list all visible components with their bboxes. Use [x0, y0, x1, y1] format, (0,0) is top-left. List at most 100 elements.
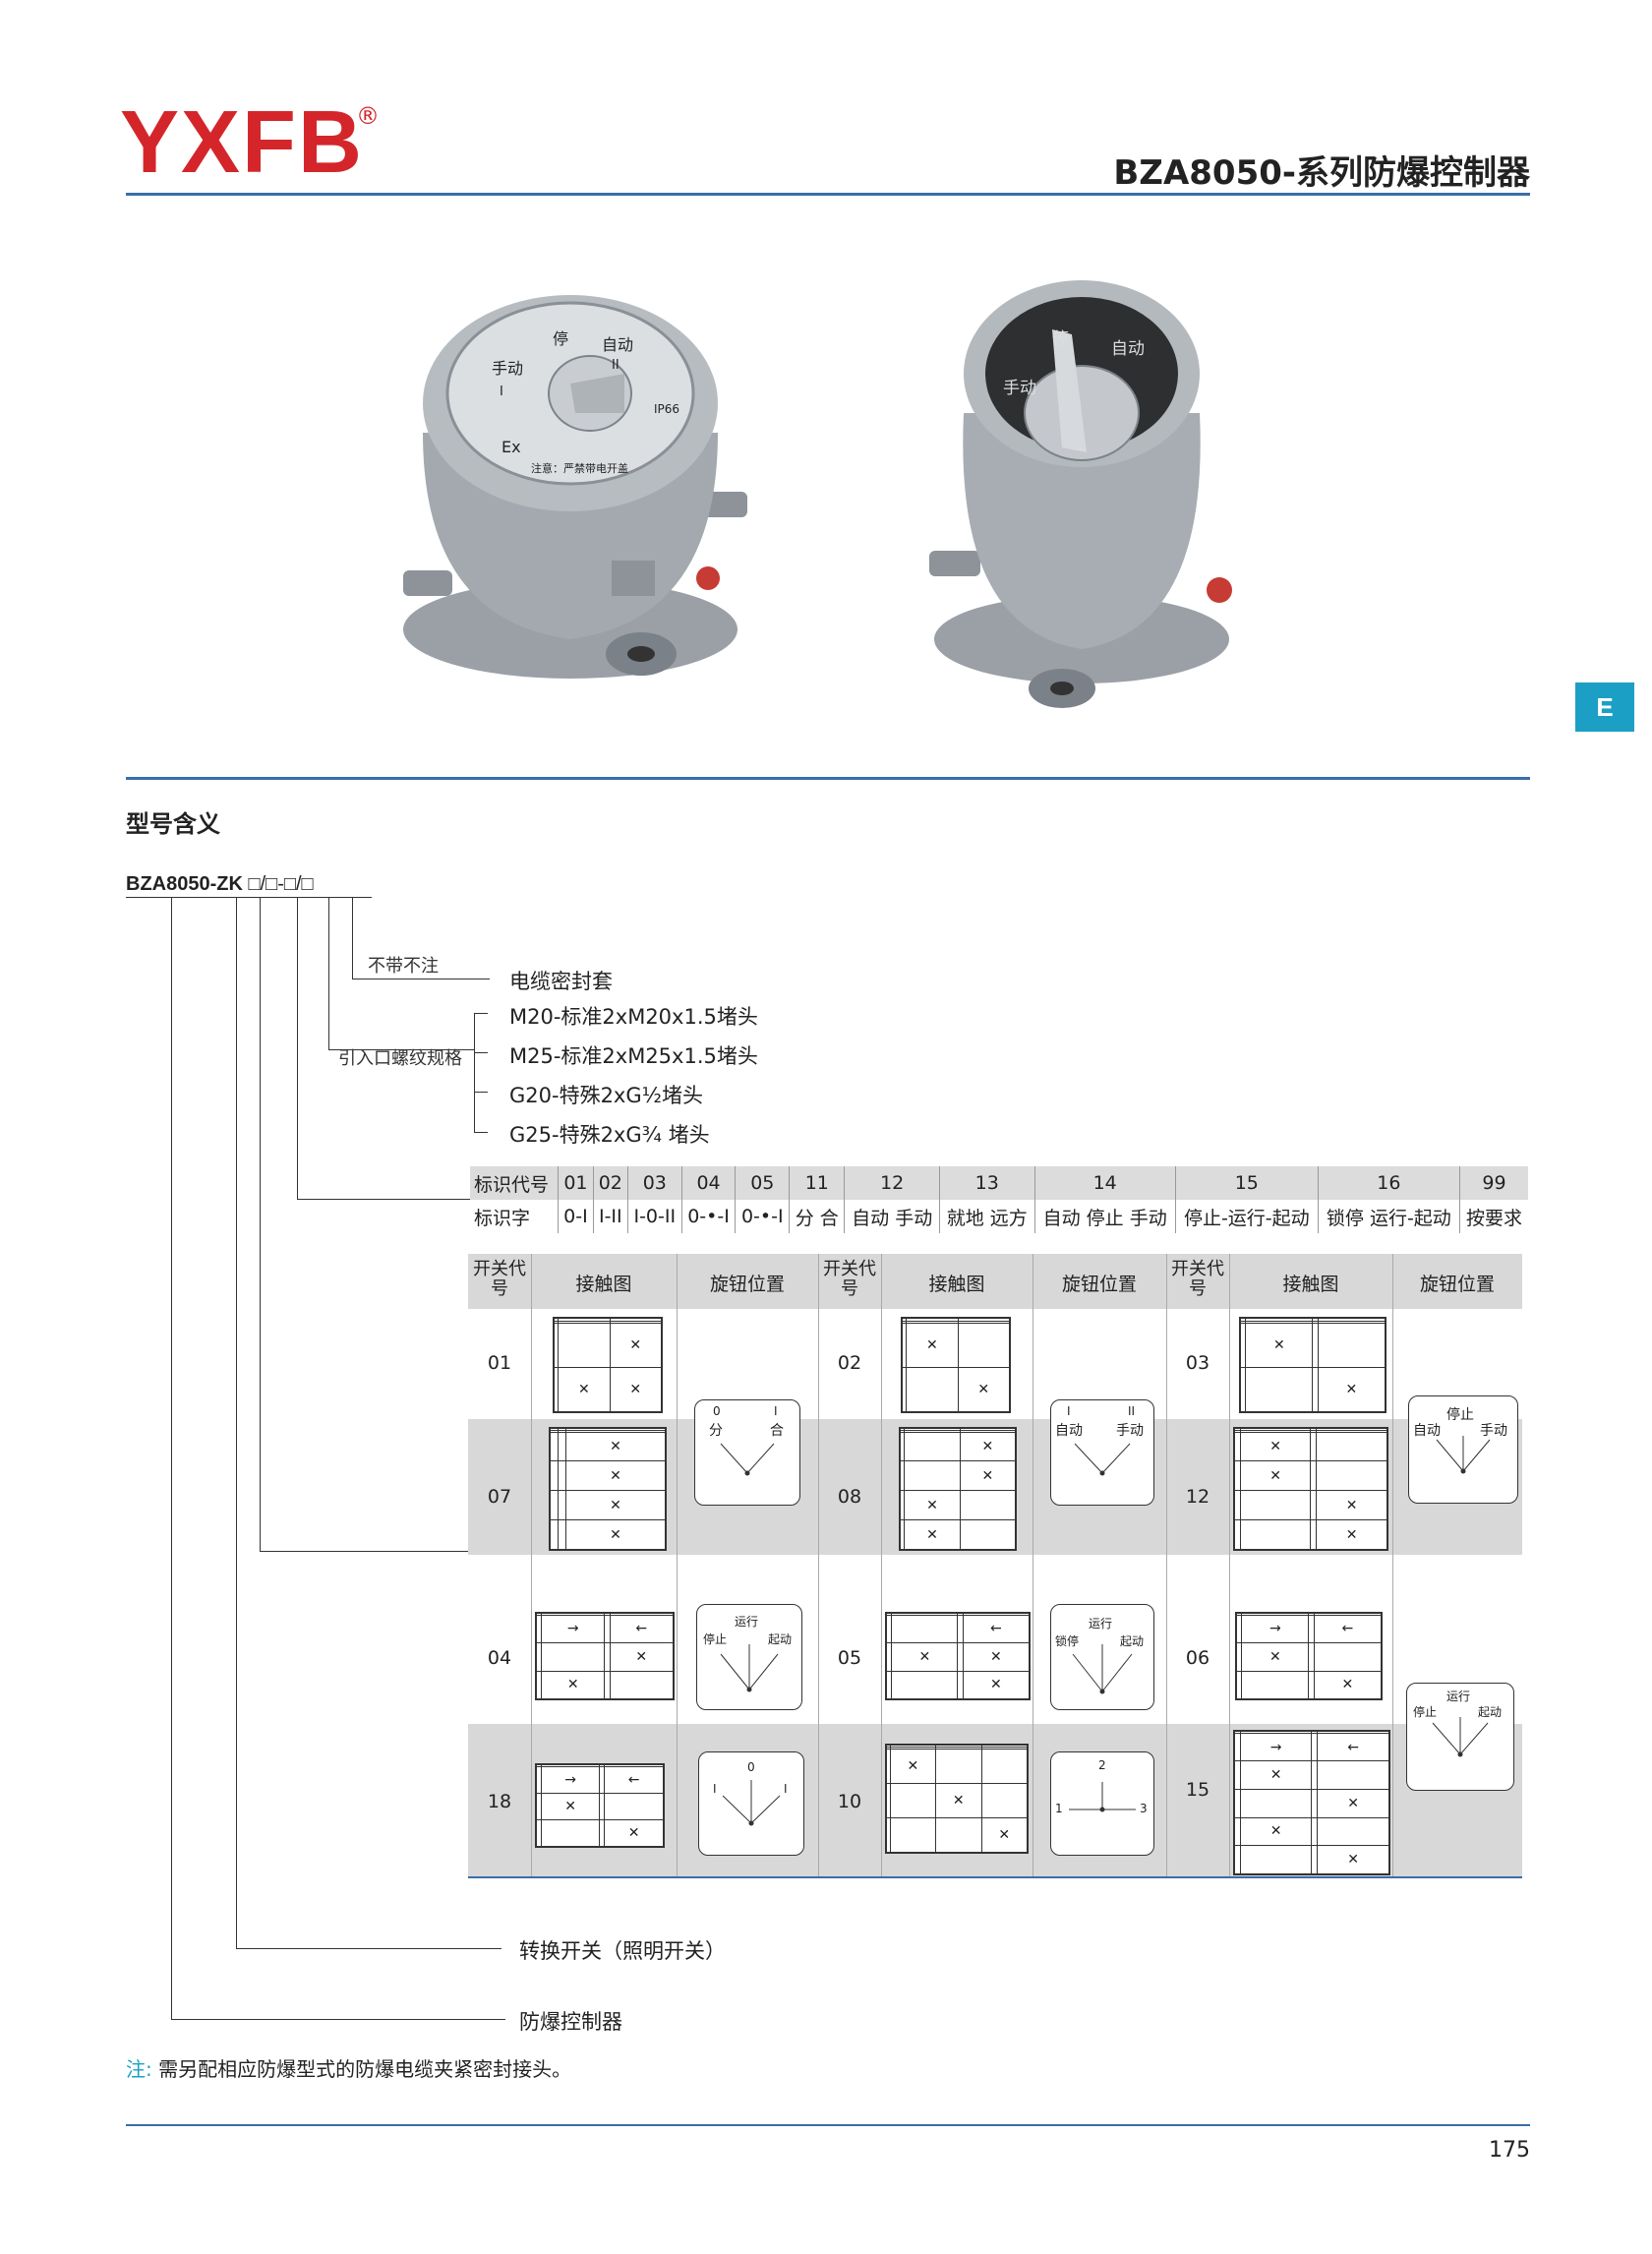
photo-label-ip: IP66: [654, 402, 679, 416]
code-cell: 13: [938, 1166, 1035, 1200]
tree-line-thread: [328, 897, 329, 1050]
code-table-row-labels: 标识字 0-I I-II I-0-II 0-•-I 0-•-I 分 合 自动 手…: [470, 1200, 1528, 1233]
section-tab: E: [1575, 682, 1634, 732]
switch-type-label: 转换开关（照明开关）: [519, 1939, 726, 1963]
label-cell: I-II: [592, 1200, 628, 1233]
knob-diagram: 0 I 分 合: [694, 1399, 800, 1506]
knob-label: 停止: [1446, 1407, 1474, 1423]
contact-diagram: ✕✕✕✕: [1233, 1427, 1388, 1551]
switch-code: 18: [487, 1791, 512, 1812]
grid-divider: [1166, 1254, 1167, 1877]
switch-code: 12: [1185, 1486, 1210, 1508]
seal-option: 不带不注: [368, 956, 439, 977]
code-cell: 12: [844, 1166, 940, 1200]
grid-header-band: [468, 1254, 1522, 1309]
knob-label: 手动: [1116, 1423, 1144, 1439]
switch-code: 04: [487, 1647, 512, 1669]
knob-label: 2: [1098, 1758, 1106, 1772]
tree-line-code: [297, 897, 298, 1200]
grid-divider: [531, 1254, 532, 1877]
page-number: 175: [1489, 2138, 1530, 2163]
thread-tick-3: [474, 1092, 488, 1093]
switch-code: 02: [837, 1352, 862, 1374]
product-photo-right: 手动 停 自动: [914, 266, 1249, 718]
header-code: 开关代号: [1171, 1259, 1224, 1299]
knob-label: 起动: [1120, 1634, 1145, 1648]
brand-logo: YXFB: [120, 93, 365, 192]
grid-divider: [1229, 1254, 1230, 1877]
tree-line-controller: [171, 897, 172, 2020]
photo-right-label-auto: 自动: [1111, 339, 1145, 359]
switch-code: 05: [837, 1647, 862, 1669]
thread-bracket: [474, 1013, 475, 1133]
tree-line-grid: [260, 897, 261, 1552]
header-code: 开关代号: [823, 1259, 876, 1299]
code-cell: 11: [789, 1166, 845, 1200]
contact-diagram: ✕✕: [1239, 1317, 1386, 1413]
thread-tick-1: [474, 1013, 488, 1014]
code-cell: 16: [1317, 1166, 1460, 1200]
knob-label: 起动: [1478, 1705, 1503, 1719]
tree-line-seal: [352, 897, 353, 979]
label-cell: 自动 手动: [844, 1200, 940, 1233]
contact-diagram: →←✕✕✕✕: [1233, 1730, 1390, 1875]
label-cell: 0-I: [558, 1200, 594, 1233]
thread-option-1: M20-标准2xM20x1.5堵头: [509, 1005, 758, 1029]
knob-label: II: [1128, 1404, 1136, 1418]
thread-tick-2: [474, 1052, 488, 1053]
knob-label: I: [713, 1782, 717, 1796]
grid-bottom-rule: [468, 1876, 1522, 1878]
header-knob: 旋钮位置: [709, 1274, 785, 1295]
knob-label: I: [774, 1404, 778, 1418]
label-cell: 标识字: [474, 1207, 531, 1229]
thread-option-4: G25-特殊2xG¾ 堵头: [509, 1123, 710, 1147]
knob-label: 运行: [735, 1615, 759, 1629]
photo-right-label-stop: 停: [1052, 329, 1069, 349]
header-contact: 接触图: [928, 1274, 985, 1295]
knob-label: 手动: [1480, 1423, 1507, 1439]
controller-label: 防爆控制器: [519, 2010, 622, 2034]
section-rule: [126, 777, 1530, 780]
grid-divider: [881, 1254, 882, 1877]
thread-option-2: M25-标准2xM25x1.5堵头: [509, 1044, 758, 1068]
switch-code: 10: [837, 1791, 862, 1812]
knob-diagram: I II 自动 手动: [1050, 1399, 1154, 1506]
photo-num-i: I: [500, 385, 503, 399]
contact-diagram: ←✕✕✕: [885, 1612, 1031, 1700]
switch-grid: 开关代号 接触图 旋钮位置 开关代号 接触图 旋钮位置 开关代号 接触图 旋钮位…: [468, 1254, 1522, 1878]
knob-diagram: 运行 锁停 起动: [1050, 1604, 1154, 1710]
tree-line-switch: [236, 897, 237, 1949]
code-cell: 04: [680, 1166, 736, 1200]
knob-label: 运行: [1089, 1617, 1113, 1631]
knob-label: 起动: [768, 1632, 793, 1646]
seal-label: 电缆密封套: [509, 970, 613, 993]
label-cell: I-0-II: [626, 1200, 682, 1233]
product-photo-left: 手动 停 自动 IP66 Ex 注意：严禁带电开盖 I II: [384, 266, 757, 718]
knob-label: 1: [1055, 1802, 1063, 1815]
label-cell: 分 合: [789, 1200, 845, 1233]
knob-diagram: 0 I I: [698, 1751, 804, 1856]
label-cell: 自动 停止 手动: [1033, 1200, 1176, 1233]
header-rule: [126, 193, 1530, 196]
header-contact: 接触图: [575, 1274, 632, 1295]
code-table: 标识代号 01 02 03 04 05 11 12 13 14 15 16 99…: [470, 1166, 1528, 1233]
photo-right-label-left: 手动: [1003, 379, 1036, 398]
label-cell: 锁停 运行-起动: [1317, 1200, 1460, 1233]
knob-label: 自动: [1055, 1423, 1083, 1439]
switch-code: 07: [487, 1486, 512, 1508]
knob-label: 分: [709, 1423, 723, 1439]
switch-code: 06: [1185, 1647, 1210, 1669]
contact-diagram: →←✕✕: [535, 1612, 675, 1700]
model-underline: [126, 897, 372, 898]
knob-label: I: [784, 1782, 788, 1796]
contact-diagram: ✕✕✕: [553, 1317, 663, 1413]
label-cell: 按要求: [1458, 1200, 1528, 1233]
footnote-text: 需另配相应防爆型式的防爆电缆夹紧密封接头。: [158, 2057, 572, 2081]
switch-code: 08: [837, 1486, 862, 1508]
knob-diagram: 2 1 3: [1050, 1751, 1154, 1856]
grid-divider: [818, 1254, 819, 1877]
knob-label: 锁停: [1055, 1634, 1080, 1648]
code-cell: 02: [592, 1166, 628, 1200]
code-cell: 标识代号: [470, 1166, 559, 1200]
grid-divider: [677, 1254, 678, 1877]
